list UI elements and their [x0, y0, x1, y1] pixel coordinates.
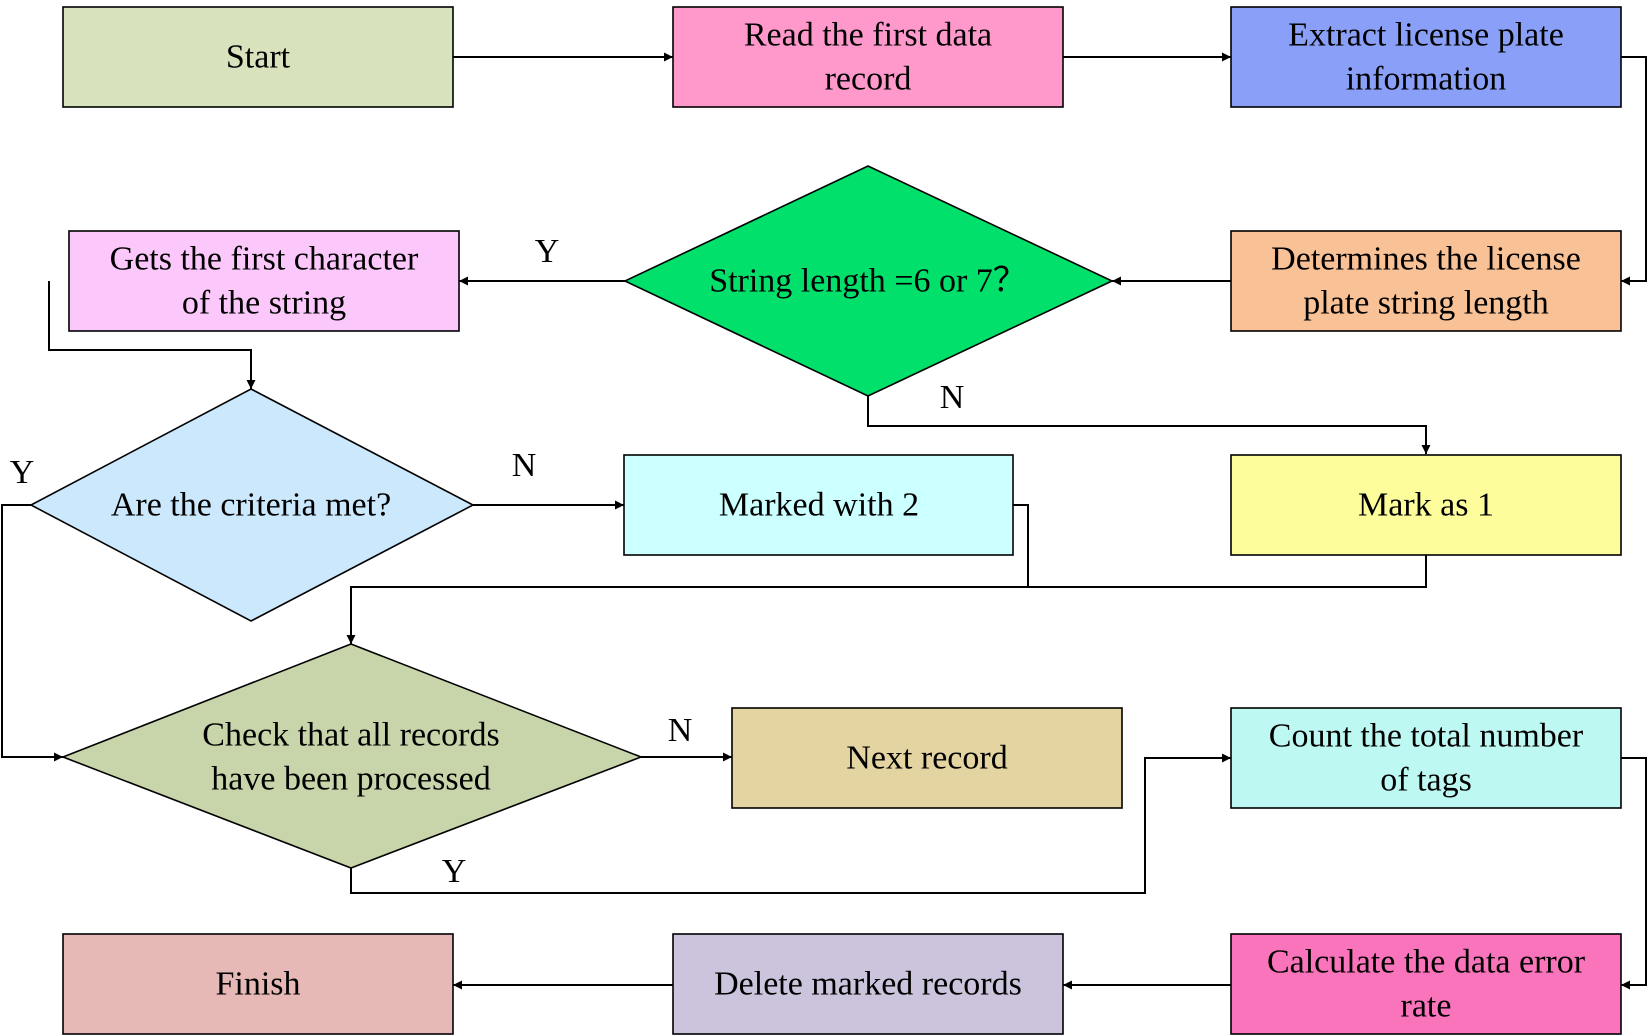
label-line: plate string length	[1303, 285, 1549, 322]
label-line: have been processed	[211, 761, 490, 798]
node-start: Start	[62, 6, 454, 108]
nodes: Start Read the first data record Extract …	[29, 6, 1622, 1035]
edge-processed-yes	[350, 753, 1231, 894]
label-line: Count the total number	[1269, 718, 1584, 755]
node-criteria-check: Are the criteria met?	[29, 388, 475, 622]
node-determine-length: Determines the license plate string lengt…	[1230, 230, 1622, 332]
node-all-processed-diamond	[60, 643, 644, 869]
label-line: Gets the first character	[110, 241, 419, 278]
node-read-first-record-box	[672, 6, 1064, 108]
label-line: Check that all records	[202, 717, 499, 754]
label-line: Calculate the data error	[1267, 944, 1586, 981]
node-all-processed-label: Check that all records have been processe…	[202, 717, 499, 798]
label-line: Determines the license	[1271, 241, 1581, 278]
node-start-box	[62, 6, 454, 108]
label-line: information	[1346, 61, 1507, 98]
edge-length-check-no	[867, 396, 1431, 454]
node-delete-marked-label: Delete marked records	[714, 966, 1022, 1003]
node-mark-1-label: Mark as 1	[1358, 487, 1494, 524]
node-first-character-label: Gets the first character of the string	[110, 241, 419, 322]
node-next-record: Next record	[731, 707, 1123, 809]
edge-mark1-to-processed	[1028, 555, 1427, 588]
label-line: of tags	[1380, 762, 1472, 799]
node-error-rate-box	[1230, 933, 1622, 1035]
edge-first-char-to-criteria	[48, 281, 256, 389]
node-finish-box	[62, 933, 454, 1035]
node-mark-1-box	[1230, 454, 1622, 556]
node-finish: Finish	[62, 933, 454, 1035]
edges	[1, 52, 1647, 990]
edge-criteria-yes	[1, 504, 63, 762]
node-mark-2-label: Marked with 2	[719, 487, 919, 524]
node-finish-label: Finish	[215, 966, 300, 1003]
node-determine-length-label: Determines the license plate string lengt…	[1271, 241, 1581, 322]
edge-label-length-no: N	[940, 379, 965, 416]
edge-labels: Y N Y N N Y	[10, 233, 965, 890]
node-count-tags-box	[1230, 707, 1622, 809]
node-all-processed: Check that all records have been processe…	[60, 643, 644, 869]
node-first-character: Gets the first character of the string	[68, 230, 460, 332]
label-line: record	[825, 61, 912, 98]
label-line: Extract license plate	[1288, 17, 1564, 54]
node-criteria-check-label: Are the criteria met?	[111, 487, 391, 524]
node-criteria-check-diamond	[29, 388, 475, 622]
label-line: of the string	[182, 285, 346, 322]
node-extract-plate-label: Extract license plate information	[1288, 17, 1564, 98]
node-first-character-box	[68, 230, 460, 332]
edge-label-criteria-yes: Y	[10, 454, 35, 491]
node-extract-plate: Extract license plate information	[1230, 6, 1622, 108]
node-length-check-diamond	[623, 165, 1114, 397]
edge-count-to-error-rate	[1621, 757, 1647, 990]
edge-label-processed-no: N	[668, 712, 693, 749]
edge-label-criteria-no: N	[512, 447, 537, 484]
node-determine-length-box	[1230, 230, 1622, 332]
edge-label-processed-yes: Y	[442, 853, 467, 890]
node-delete-marked-box	[672, 933, 1064, 1035]
node-length-check: String length =6 or 7？	[623, 165, 1114, 397]
node-next-record-label: Next record	[846, 740, 1007, 777]
node-count-tags-label: Count the total number of tags	[1269, 718, 1584, 799]
node-mark-1: Mark as 1	[1230, 454, 1622, 556]
edge-extract-to-determine	[1621, 56, 1647, 286]
node-delete-marked: Delete marked records	[672, 933, 1064, 1035]
label-line: rate	[1401, 988, 1452, 1025]
node-count-tags: Count the total number of tags	[1230, 707, 1622, 809]
node-read-first-record-label: Read the first data record	[744, 17, 992, 98]
node-extract-plate-box	[1230, 6, 1622, 108]
node-error-rate-label: Calculate the data error rate	[1267, 944, 1586, 1025]
node-error-rate: Calculate the data error rate	[1230, 933, 1622, 1035]
edge-label-length-yes: Y	[535, 233, 560, 270]
node-length-check-label: String length =6 or 7？	[709, 263, 1027, 300]
label-line: Read the first data	[744, 17, 992, 54]
node-start-label: Start	[226, 39, 291, 76]
node-read-first-record: Read the first data record	[672, 6, 1064, 108]
node-next-record-box	[731, 707, 1123, 809]
node-mark-2: Marked with 2	[623, 454, 1014, 556]
node-mark-2-box	[623, 454, 1014, 556]
